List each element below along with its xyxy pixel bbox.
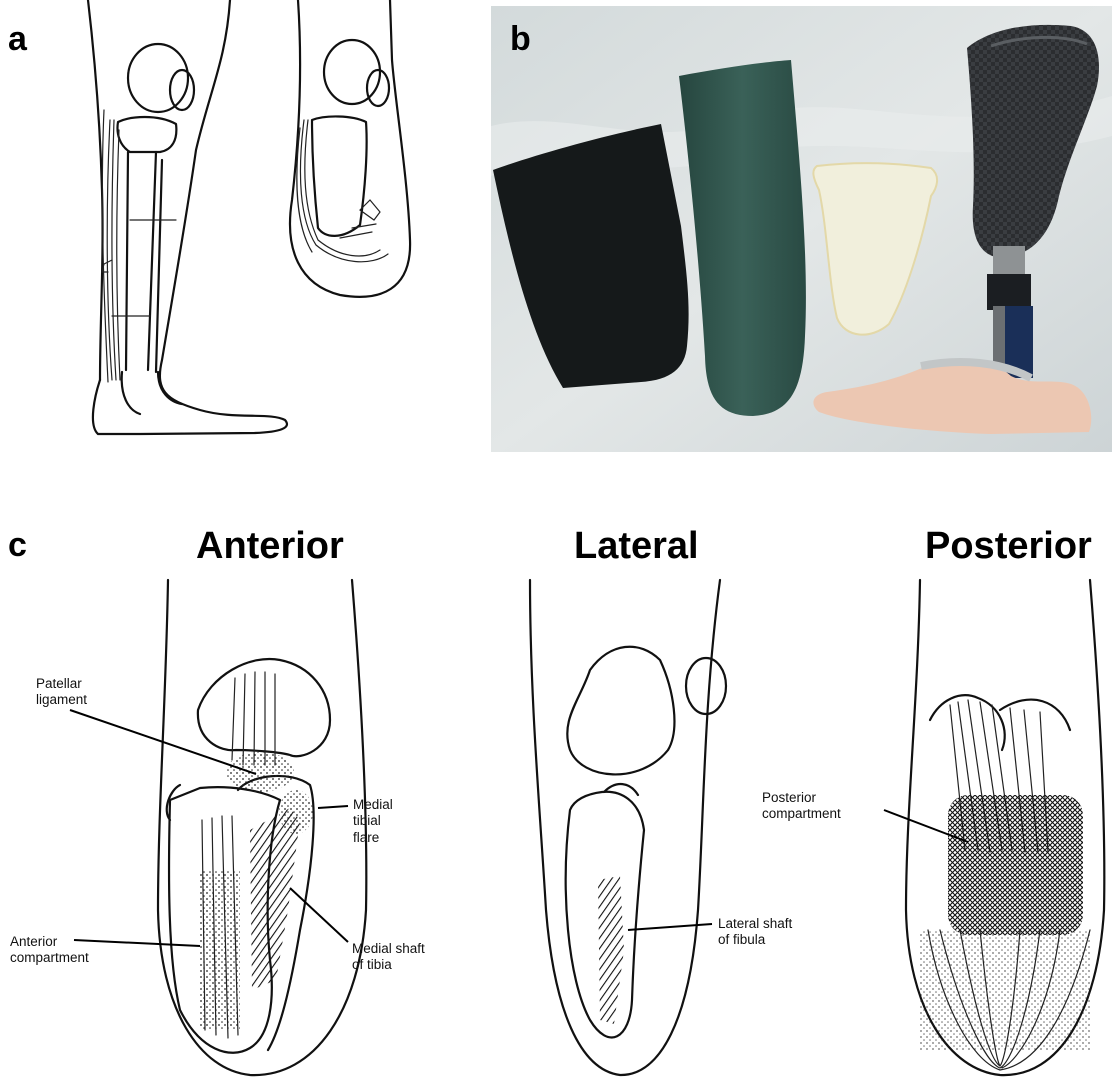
- label-anterior-compartment: Anterior compartment: [10, 934, 89, 967]
- label-posterior-compartment: Posterior compartment: [762, 790, 841, 823]
- label-medial-shaft-of-tibia: Medial shaft of tibia: [352, 941, 425, 974]
- label-medial-tibial-flare: Medial tibial flare: [353, 797, 393, 846]
- label-patellar-ligament: Patellar ligament: [36, 676, 87, 709]
- label-lateral-shaft-of-fibula: Lateral shaft of fibula: [718, 916, 792, 949]
